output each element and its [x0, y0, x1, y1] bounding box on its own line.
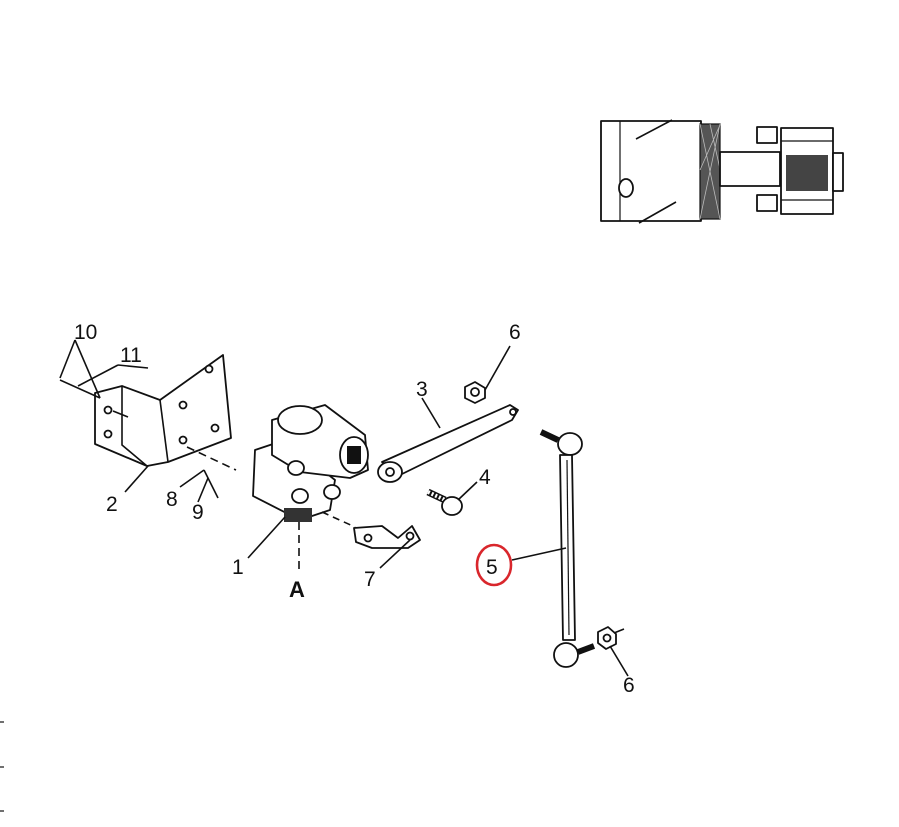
callout-8: 8 — [166, 488, 178, 511]
callout-6-upper: 6 — [509, 321, 521, 344]
callout-labels: 10 11 2 8 9 1 A 3 6 4 7 5 6 — [74, 321, 635, 697]
edge-ticks — [0, 721, 4, 812]
callout-1: 1 — [232, 556, 244, 579]
callout-9: 9 — [192, 501, 204, 524]
callout-7: 7 — [364, 568, 376, 591]
highlight-ring — [475, 543, 513, 587]
lock-nut-lower — [597, 626, 625, 650]
callout-11: 11 — [120, 344, 142, 367]
callout-4: 4 — [479, 466, 491, 489]
link-rod — [539, 429, 596, 668]
callout-6-lower: 6 — [623, 674, 635, 697]
mounting-bracket — [59, 354, 237, 471]
screw — [426, 488, 463, 516]
callout-10: 10 — [74, 321, 97, 344]
lock-nut-upper — [464, 381, 486, 404]
callout-5: 5 — [486, 556, 498, 579]
vehicle-locator-sketch — [600, 119, 844, 224]
leveling-valve — [252, 404, 369, 570]
leader-lines — [59, 339, 629, 677]
lever-arm — [377, 404, 519, 483]
view-marker-a: A — [289, 577, 305, 602]
callout-3: 3 — [416, 378, 428, 401]
callout-2: 2 — [106, 493, 118, 516]
clamp — [353, 525, 421, 549]
